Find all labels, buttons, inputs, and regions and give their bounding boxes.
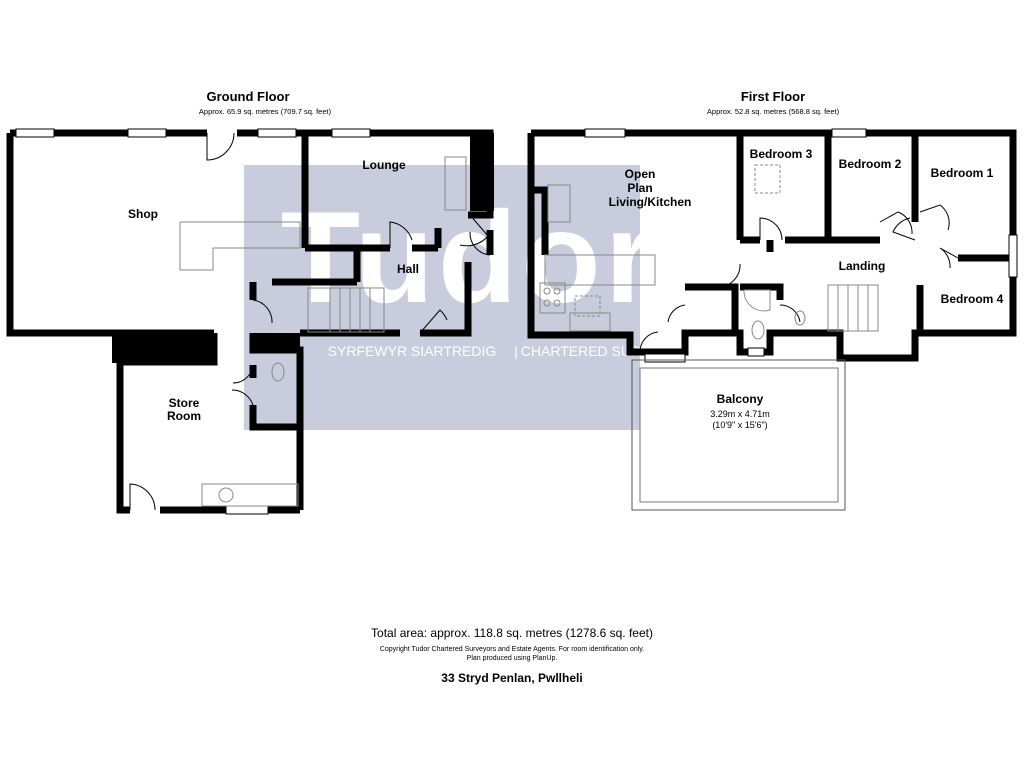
- hob-icon: [539, 282, 566, 314]
- balcony-metric: 3.29m x 4.71m: [710, 409, 770, 419]
- first-floor: First Floor Approx. 52.8 sq. metres (568…: [527, 89, 1018, 511]
- balcony-imperial: (10'9" x 15'6"): [712, 420, 767, 430]
- store-room-label-line2: Room: [167, 409, 201, 423]
- lounge-label: Lounge: [362, 158, 406, 172]
- ground-floor-fixtures: [179, 156, 467, 507]
- bedroom-4-label: Bedroom 4: [941, 292, 1004, 306]
- store-room-label-line1: Store: [169, 396, 200, 410]
- balcony: [631, 359, 846, 511]
- bedroom-1-label: Bedroom 1: [931, 166, 994, 180]
- open-plan-label-line3: Living/Kitchen: [609, 195, 692, 209]
- kitchen-unit: [574, 295, 601, 317]
- landing-stairs: [827, 284, 879, 332]
- balcony-label: Balcony: [717, 392, 764, 406]
- bedroom-3-label: Bedroom 3: [750, 147, 813, 161]
- first-floor-area: Approx. 52.8 sq. metres (568.8 sq. feet): [707, 107, 840, 116]
- toilet-icon: [271, 362, 285, 382]
- chimney-breast: [470, 133, 494, 211]
- first-floor-doors: [639, 204, 959, 353]
- bath-basin-icon: [794, 310, 806, 326]
- open-plan-label-line2: Plan: [627, 181, 652, 195]
- stairs: [307, 287, 385, 333]
- shop-counter: [179, 221, 301, 271]
- bath-toilet-icon: [751, 320, 765, 340]
- bedroom3-wardrobe: [754, 164, 781, 194]
- ground-floor: Ground Floor Approx. 65.9 sq. metres (70…: [6, 89, 494, 515]
- watermark-tagline-welsh: SYRFEWYR SIARTREDIG: [328, 343, 497, 359]
- kitchen-sink-icon: [569, 312, 611, 332]
- first-floor-fixtures: [539, 164, 879, 340]
- watermark-background: [244, 165, 640, 430]
- first-floor-title: First Floor: [741, 89, 805, 104]
- property-address: 33 Stryd Penlan, Pwllheli: [441, 671, 583, 685]
- landing-label: Landing: [839, 259, 886, 273]
- kitchen-counter: [544, 254, 656, 286]
- shower-icon: [743, 289, 771, 312]
- lounge-fireplace: [444, 156, 467, 211]
- bedroom-2-label: Bedroom 2: [839, 157, 902, 171]
- store-wall-block: [112, 333, 214, 363]
- ground-floor-doors: [129, 132, 491, 511]
- sink-icon: [218, 487, 234, 503]
- watermark: Tudor SYRFEWYR SIARTREDIG | CHARTERED SU…: [244, 165, 699, 430]
- watermark-separator: |: [514, 343, 518, 359]
- total-area: Total area: approx. 118.8 sq. metres (12…: [371, 626, 653, 640]
- ground-floor-area: Approx. 65.9 sq. metres (709.7 sq. feet): [199, 107, 332, 116]
- shop-label: Shop: [128, 207, 158, 221]
- hall-label: Hall: [397, 262, 419, 276]
- ground-floor-windows: [15, 128, 371, 515]
- wc-wall-block: [253, 333, 300, 351]
- copyright-line-1: Copyright Tudor Chartered Surveyors and …: [379, 646, 645, 653]
- kitchen-island: [547, 184, 571, 223]
- open-plan-label-line1: Open: [625, 167, 656, 181]
- first-floor-windows: [584, 128, 1018, 363]
- first-floor-walls: [527, 129, 1017, 362]
- store-sink: [201, 483, 299, 507]
- ground-floor-title: Ground Floor: [206, 89, 289, 104]
- copyright-line-2: Plan produced using PlanUp.: [466, 655, 558, 662]
- balcony-outline: [631, 359, 846, 511]
